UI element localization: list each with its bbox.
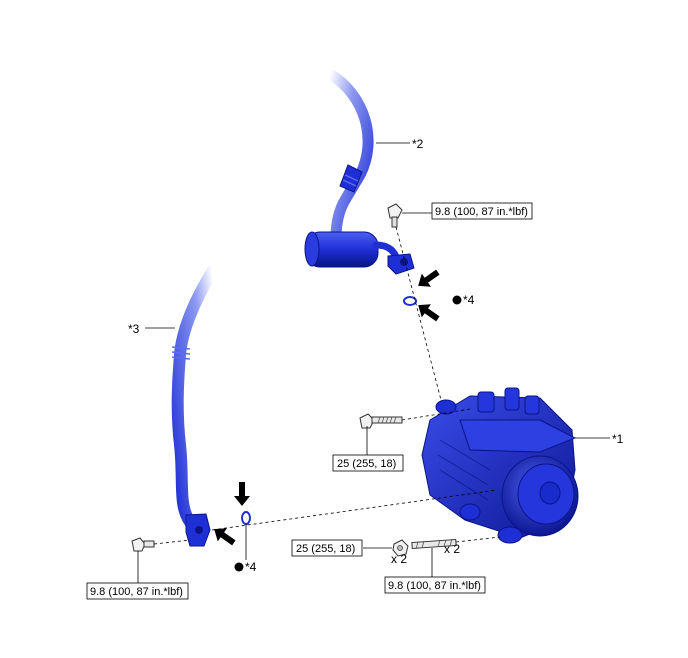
- torque-value: 9.8 (100, 87 in.*lbf): [90, 586, 183, 598]
- torque-box-stud-bolt: 9.8 (100, 87 in.*lbf): [384, 576, 486, 594]
- arrow-icon: [234, 482, 250, 506]
- compressor: [421, 387, 579, 544]
- upper-bolt: [387, 203, 403, 228]
- discharge-hose: [304, 68, 415, 275]
- stud-quantity: x 2: [444, 542, 460, 556]
- callout-o-ring-upper: *4: [463, 293, 475, 307]
- nut-quantity: x 2: [391, 552, 407, 566]
- arrow-icon: [418, 304, 440, 322]
- torque-box-upper-bolt: 9.8 (100, 87 in.*lbf): [431, 202, 533, 220]
- o-ring-upper: [403, 296, 417, 306]
- torque-box-lower-left-bolt: 9.8 (100, 87 in.*lbf): [86, 582, 189, 600]
- leader-lines: [137, 142, 610, 583]
- nut: [392, 539, 409, 557]
- alignment-lines: [153, 226, 501, 545]
- bullet-icon: [452, 295, 462, 305]
- callout-o-ring-lower: *4: [245, 560, 257, 574]
- bullet-icon: [234, 562, 244, 572]
- arrows: [214, 269, 440, 546]
- torque-value: 9.8 (100, 87 in.*lbf): [388, 580, 481, 592]
- compressor-bolt: [359, 413, 403, 429]
- suction-hose: [171, 266, 218, 547]
- arrow-icon: [418, 269, 440, 287]
- callout-suction-hose: *3: [128, 322, 140, 336]
- callout-discharge-hose: *2: [412, 137, 424, 151]
- lower-left-bolt: [131, 537, 155, 552]
- callout-compressor: *1: [612, 432, 624, 446]
- arrow-icon: [214, 528, 236, 546]
- o-ring-lower: [241, 511, 251, 525]
- torque-value: 9.8 (100, 87 in.*lbf): [435, 206, 528, 218]
- stud-bolt: [411, 538, 457, 550]
- torque-value: 25 (255, 18): [337, 458, 396, 470]
- torque-box-compressor-bolt: 25 (255, 18): [332, 454, 404, 472]
- torque-value: 25 (255, 18): [296, 543, 355, 555]
- torque-box-nut: 25 (255, 18): [291, 539, 363, 557]
